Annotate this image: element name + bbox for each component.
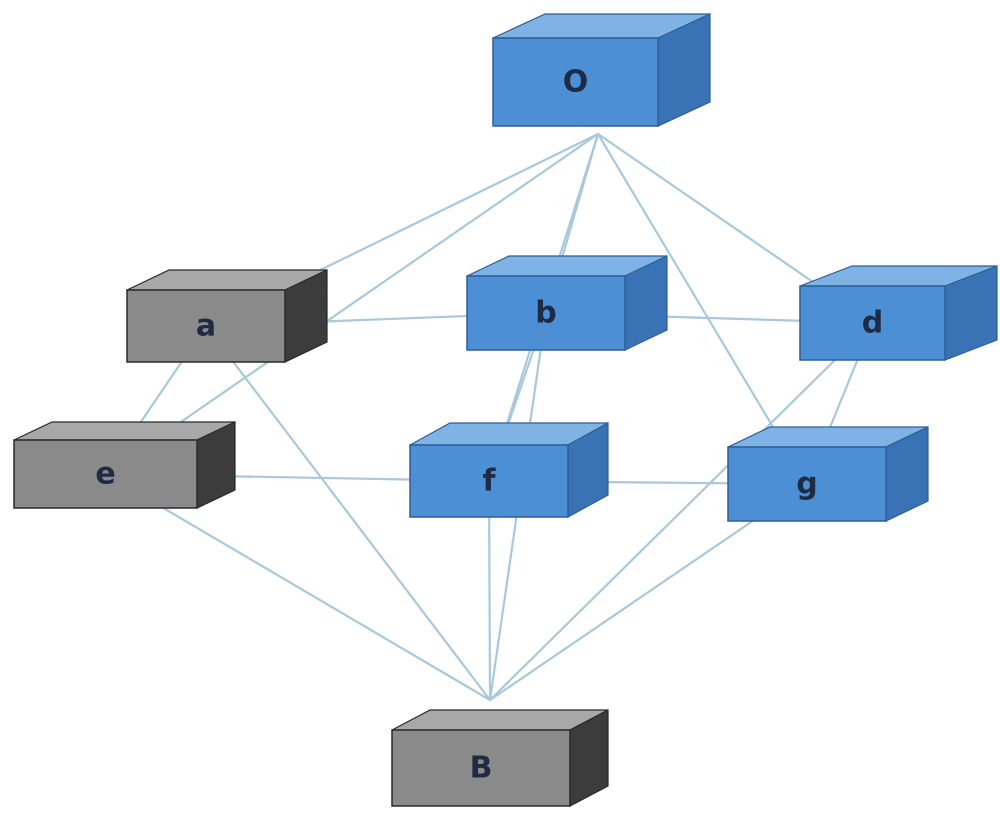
node-a: a [126, 269, 328, 363]
node-B-front-face [391, 729, 571, 807]
edge-a-B [204, 324, 492, 702]
edge-e-B [104, 472, 492, 702]
node-label: e [95, 457, 115, 492]
node-a-front-face [126, 289, 286, 363]
node-f: f [409, 421, 609, 519]
edge-d-B [488, 321, 874, 702]
node-b: b [466, 255, 668, 351]
node-e: e [13, 421, 236, 509]
node-label: B [470, 751, 493, 786]
node-f-front-face [409, 444, 569, 518]
node-label: O [563, 65, 589, 100]
node-e-front-face [13, 439, 198, 509]
edge-O-g [596, 132, 809, 486]
node-g-front-face [727, 446, 887, 522]
node-b-front-face [466, 275, 626, 351]
node-B: B [391, 709, 609, 807]
node-d-front-face [799, 285, 946, 361]
node-label: d [862, 306, 883, 341]
node-g: g [727, 426, 929, 522]
node-label: g [796, 467, 817, 502]
node-label: b [535, 296, 556, 331]
node-O: O [492, 13, 711, 127]
node-label: a [196, 309, 216, 344]
edges-layer [104, 132, 874, 702]
edge-O-e [104, 132, 600, 476]
node-d: d [799, 265, 998, 361]
node-O-front-face [492, 37, 659, 127]
node-label: f [482, 464, 496, 499]
nodes-layer: Oa b d e f gB [13, 13, 998, 807]
